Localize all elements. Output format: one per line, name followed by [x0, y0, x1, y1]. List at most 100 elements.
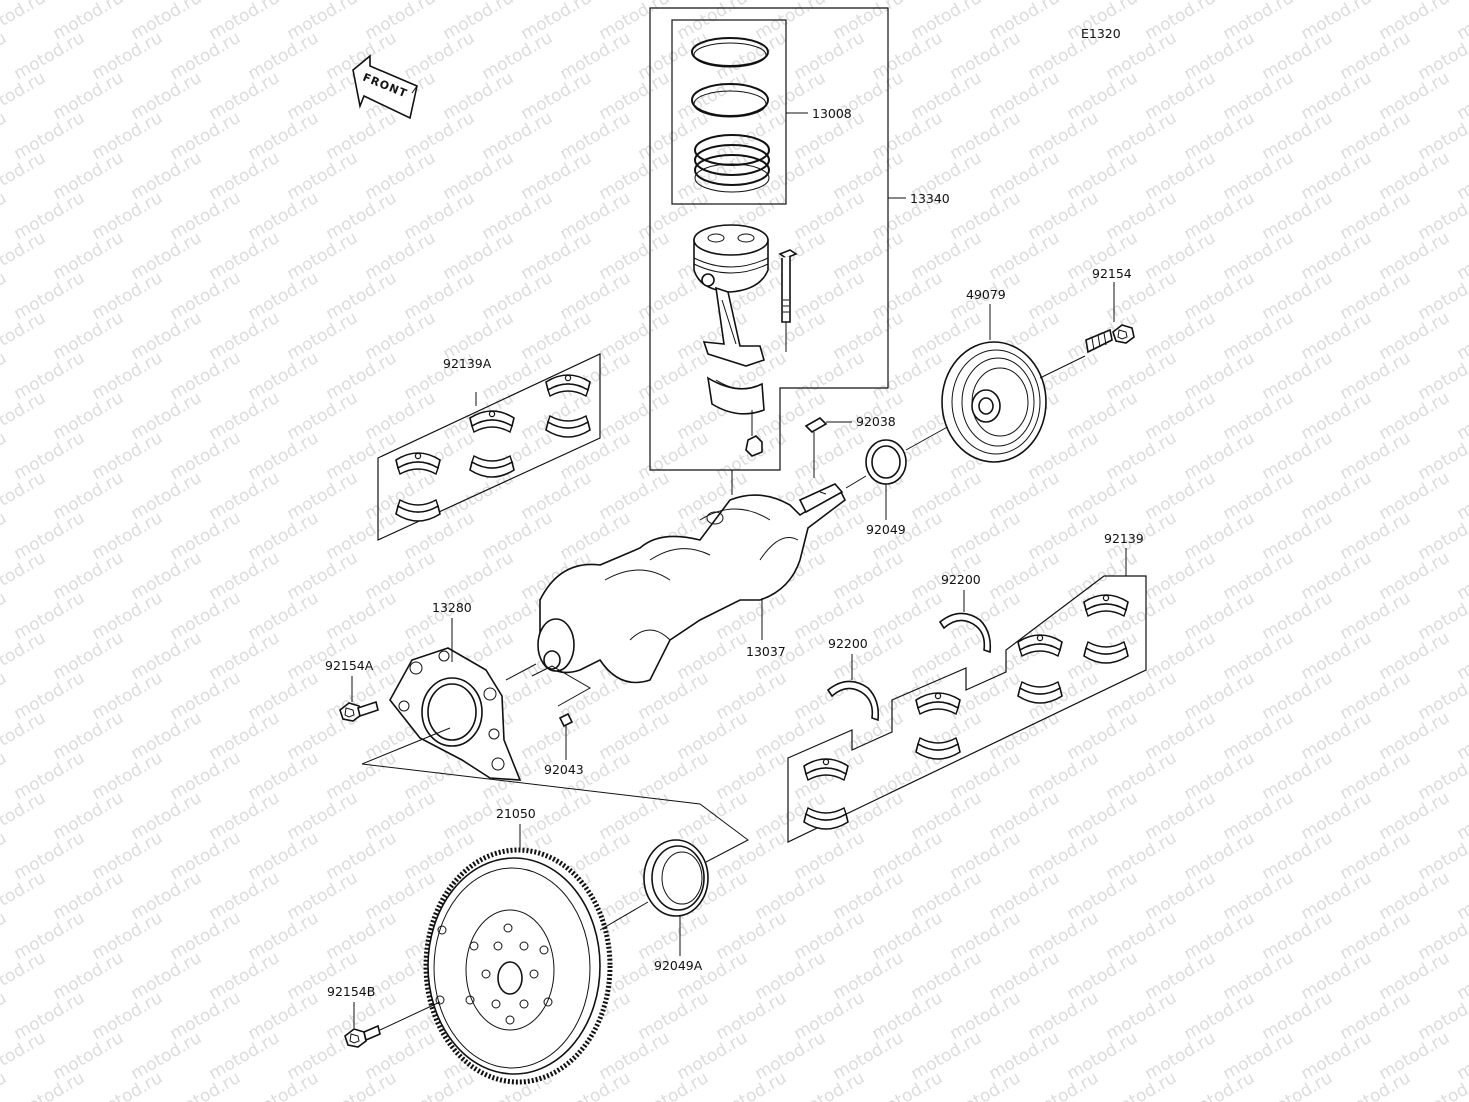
watermark-text: motod.ru — [908, 1028, 986, 1084]
watermark-text: motod.ru — [1259, 828, 1337, 884]
label-13037: 13037 — [746, 644, 786, 659]
watermark-text: motod.ru — [0, 388, 49, 444]
watermark-text: motod.ru — [713, 988, 791, 1044]
watermark-text: motod.ru — [1220, 548, 1298, 604]
watermark-text: motod.ru — [713, 908, 791, 964]
watermark-text: motod.ru — [50, 228, 128, 284]
label-92049A: 92049A — [654, 958, 703, 973]
watermark-text: motod.ru — [791, 908, 869, 964]
watermark-text: motod.ru — [1181, 28, 1259, 84]
watermark-text: motod.ru — [557, 268, 635, 324]
watermark-text: motod.ru — [752, 948, 830, 1004]
watermark-text: motod.ru — [1220, 1028, 1298, 1084]
watermark-text: motod.ru — [50, 388, 128, 444]
label-92038: 92038 — [856, 414, 896, 429]
watermark-text: motod.ru — [323, 1068, 401, 1102]
watermark-text: motod.ru — [1376, 868, 1454, 924]
watermark-text: motod.ru — [518, 148, 596, 204]
watermark-text: motod.ru — [1142, 228, 1220, 284]
watermark-text: motod.ru — [0, 548, 49, 604]
watermark-text: motod.ru — [1259, 1068, 1337, 1102]
watermark-text: motod.ru — [1337, 988, 1415, 1044]
watermark-text: motod.ru — [1337, 588, 1415, 644]
watermark-text: motod.ru — [1142, 948, 1220, 1004]
watermark-text: motod.ru — [947, 188, 1025, 244]
watermark-text: motod.ru — [0, 1068, 10, 1102]
watermark-text: motod.ru — [440, 468, 518, 524]
watermark-text: motod.ru — [908, 788, 986, 844]
watermark-text: motod.ru — [0, 868, 49, 924]
watermark-text: motod.ru — [1103, 1068, 1181, 1102]
watermark-text: motod.ru — [947, 988, 1025, 1044]
watermark-text: motod.ru — [167, 748, 245, 804]
watermark-text: motod.ru — [245, 908, 323, 964]
watermark-text: motod.ru — [284, 468, 362, 524]
watermark-text: motod.ru — [167, 908, 245, 964]
watermark-text: motod.ru — [1025, 188, 1103, 244]
watermark-text: motod.ru — [596, 308, 674, 364]
watermark-text: motod.ru — [89, 428, 167, 484]
watermark-text: motod.ru — [1337, 268, 1415, 324]
watermark-text: motod.ru — [1337, 508, 1415, 564]
watermark-text: motod.ru — [947, 748, 1025, 804]
watermark-text: motod.ru — [1025, 1068, 1103, 1102]
watermark-text: motod.ru — [791, 268, 869, 324]
watermark-text: motod.ru — [1025, 508, 1103, 564]
watermark-text: motod.ru — [479, 108, 557, 164]
watermark-text: motod.ru — [1142, 548, 1220, 604]
watermark-text: motod.ru — [1259, 348, 1337, 404]
watermark-text: motod.ru — [401, 108, 479, 164]
watermark-text: motod.ru — [11, 428, 89, 484]
flywheel: 21050 — [423, 806, 649, 1085]
watermark-text: motod.ru — [1298, 868, 1376, 924]
watermark-text: motod.ru — [50, 548, 128, 604]
rod-bolt — [778, 249, 798, 352]
watermark-text: motod.ru — [830, 868, 908, 924]
watermark-text: motod.ru — [0, 508, 10, 564]
watermark-text: motod.ru — [11, 188, 89, 244]
watermark-text: motod.ru — [1181, 508, 1259, 564]
watermark-text: motod.ru — [518, 388, 596, 444]
watermark-text: motod.ru — [1259, 188, 1337, 244]
watermark-text: motod.ru — [986, 468, 1064, 524]
watermark-text: motod.ru — [1337, 1068, 1415, 1102]
watermark-text: motod.ru — [986, 708, 1064, 764]
watermark-text: motod.ru — [1025, 828, 1103, 884]
watermark-text: motod.ru — [0, 948, 49, 1004]
watermark-text: motod.ru — [0, 828, 10, 884]
watermark-text: motod.ru — [206, 948, 284, 1004]
watermark-text: motod.ru — [401, 268, 479, 324]
watermark-text: motod.ru — [128, 548, 206, 604]
watermark-text: motod.ru — [986, 148, 1064, 204]
watermark-text: motod.ru — [1103, 748, 1181, 804]
watermark-text: motod.ru — [206, 228, 284, 284]
watermark-text: motod.ru — [1181, 108, 1259, 164]
watermark-text: motod.ru — [284, 68, 362, 124]
watermark-text: motod.ru — [1142, 868, 1220, 924]
watermark-text: motod.ru — [1376, 468, 1454, 524]
watermark-text: motod.ru — [1103, 668, 1181, 724]
watermark-text: motod.ru — [986, 548, 1064, 604]
watermark-text: motod.ru — [11, 748, 89, 804]
watermark-text: motod.ru — [1337, 28, 1415, 84]
label-92154: 92154 — [1092, 266, 1132, 281]
thrust-washer-upper — [938, 612, 992, 654]
watermark-text: motod.ru — [323, 508, 401, 564]
watermark-text: motod.ru — [0, 748, 10, 804]
watermark-text: motod.ru — [908, 68, 986, 124]
watermark-text: motod.ru — [0, 0, 10, 4]
watermark-text: motod.ru — [1181, 668, 1259, 724]
watermark-text: motod.ru — [1142, 788, 1220, 844]
watermark-text: motod.ru — [1064, 708, 1142, 764]
watermark-text: motod.ru — [0, 108, 10, 164]
watermark-text: motod.ru — [206, 388, 284, 444]
watermark-text: motod.ru — [557, 108, 635, 164]
watermark-text: motod.ru — [11, 508, 89, 564]
watermark-text: motod.ru — [323, 908, 401, 964]
watermark-text: motod.ru — [1337, 668, 1415, 724]
watermark-text: motod.ru — [1259, 988, 1337, 1044]
watermark-text: motod.ru — [0, 908, 10, 964]
watermark-text: motod.ru — [89, 588, 167, 644]
watermark-text: motod.ru — [50, 788, 128, 844]
watermark-text: motod.ru — [167, 348, 245, 404]
